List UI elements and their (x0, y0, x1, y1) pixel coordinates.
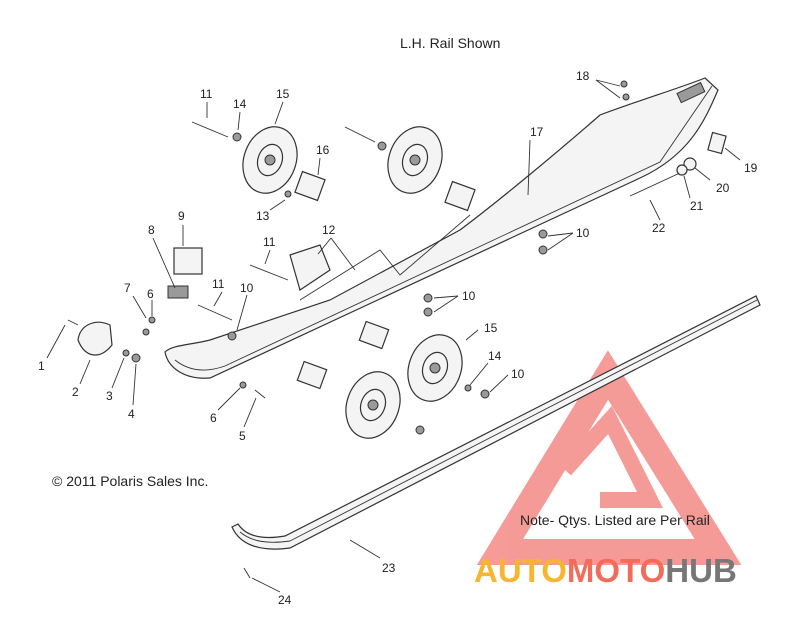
callout-9: 9 (178, 209, 185, 223)
rail-17 (164, 77, 719, 379)
callout-21: 21 (690, 199, 704, 213)
callout-10-a: 10 (576, 226, 590, 240)
fasteners (67, 80, 630, 579)
callout-10-b: 10 (462, 289, 476, 303)
callout-14-b: 14 (488, 349, 502, 363)
watermark-hub: HUB (665, 552, 737, 589)
logo-inner-mark (559, 405, 663, 508)
wheel-15-upper-left (242, 126, 298, 194)
qty-note: Note- Qtys. Listed are Per Rail (520, 512, 710, 528)
wheel-15-upper-right (387, 126, 443, 194)
callout-23: 23 (382, 561, 396, 575)
callout-11-c: 11 (212, 277, 225, 291)
axle-bolts-11 (191, 121, 683, 321)
slide-23 (231, 295, 761, 550)
wheel-15-lower-right (407, 334, 463, 402)
leader-lines (46, 79, 741, 593)
copyright-text: © 2011 Polaris Sales Inc. (52, 473, 208, 489)
watermark-moto: MOTO (567, 552, 665, 589)
callout-13: 13 (256, 209, 270, 223)
callout-11-a: 11 (200, 87, 213, 101)
callout-7: 7 (124, 281, 131, 295)
callout-1: 1 (38, 359, 45, 373)
watermark-auto: AUTO (474, 552, 567, 589)
callout-5: 5 (239, 429, 246, 443)
callout-22: 22 (652, 221, 666, 235)
callout-15-b: 15 (484, 321, 498, 335)
callout-16: 16 (316, 143, 330, 157)
caption-lh-rail: L.H. Rail Shown (400, 35, 500, 51)
logo-triangle (476, 350, 742, 565)
callout-6-lower: 6 (210, 411, 217, 425)
callout-14-a: 14 (233, 97, 247, 111)
small-parts (77, 131, 727, 390)
automotohub-logo (476, 350, 742, 565)
callout-labels: 1 2 3 4 5 6 6 7 8 9 10 10 10 10 11 11 11… (38, 69, 758, 607)
callout-15-a: 15 (276, 87, 290, 101)
callout-18: 18 (576, 69, 590, 83)
callout-2: 2 (72, 385, 79, 399)
callout-11-b: 11 (263, 235, 276, 249)
wheel-15-lower-left (345, 371, 401, 439)
callout-19: 19 (744, 161, 758, 175)
callout-12: 12 (322, 223, 336, 237)
callout-4: 4 (128, 407, 135, 421)
callout-20: 20 (716, 181, 730, 195)
callout-24: 24 (278, 593, 292, 607)
callout-6-upper: 6 (147, 287, 154, 301)
callout-3: 3 (106, 389, 113, 403)
callout-10-d: 10 (511, 367, 525, 381)
callout-17: 17 (530, 125, 544, 139)
callout-8: 8 (148, 223, 155, 237)
callout-10-c: 10 (240, 281, 254, 295)
watermark-wordmark: AUTOMOTOHUB (474, 552, 737, 589)
